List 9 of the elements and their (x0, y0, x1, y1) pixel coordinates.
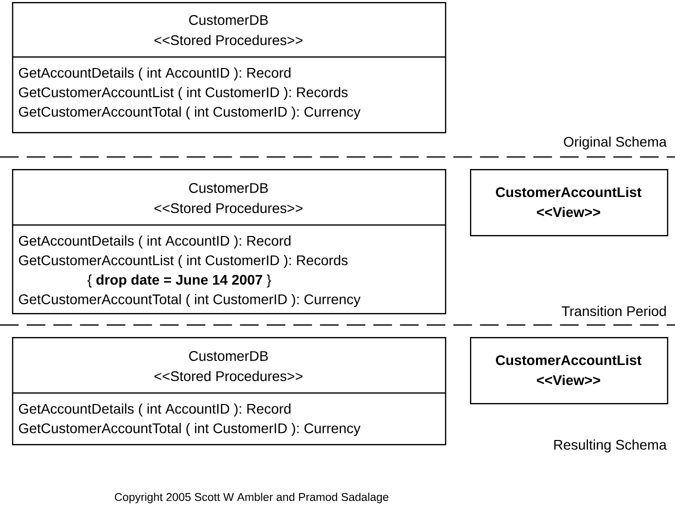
class-box: CustomerDB <<Stored Procedures>> GetAccountDetails ( int AccountID ): Record GetCustomerAccountList ( int CustomerID ): Records GetCustomerAccountTotal ( int CustomerID ): Currency (12, 2, 446, 134)
class-box: CustomerDB <<Stored Procedures>> GetAccountDetails ( int AccountID ): Record GetCustomerAccountTotal ( int CustomerID ): Currency (12, 337, 446, 446)
section-label: Original Schema (564, 136, 667, 150)
view-box: CustomerAccountList <<View>> (470, 337, 668, 404)
section-label: Transition Period (562, 306, 666, 316)
view-box: CustomerAccountList <<View>> (470, 169, 668, 236)
copyright-note: Copyright 2005 Scott W Ambler and Pramod Sadalage (114, 492, 388, 504)
section-label: Resulting Schema (554, 439, 667, 453)
class-box: CustomerDB <<Stored Procedures>> GetAccountDetails ( int AccountID ): Record GetCustomerAccountList ( int CustomerID ): Records { drop date = June 14 2007 } GetCustomerAccountTotal ( int CustomerID ): Currency (12, 169, 446, 314)
